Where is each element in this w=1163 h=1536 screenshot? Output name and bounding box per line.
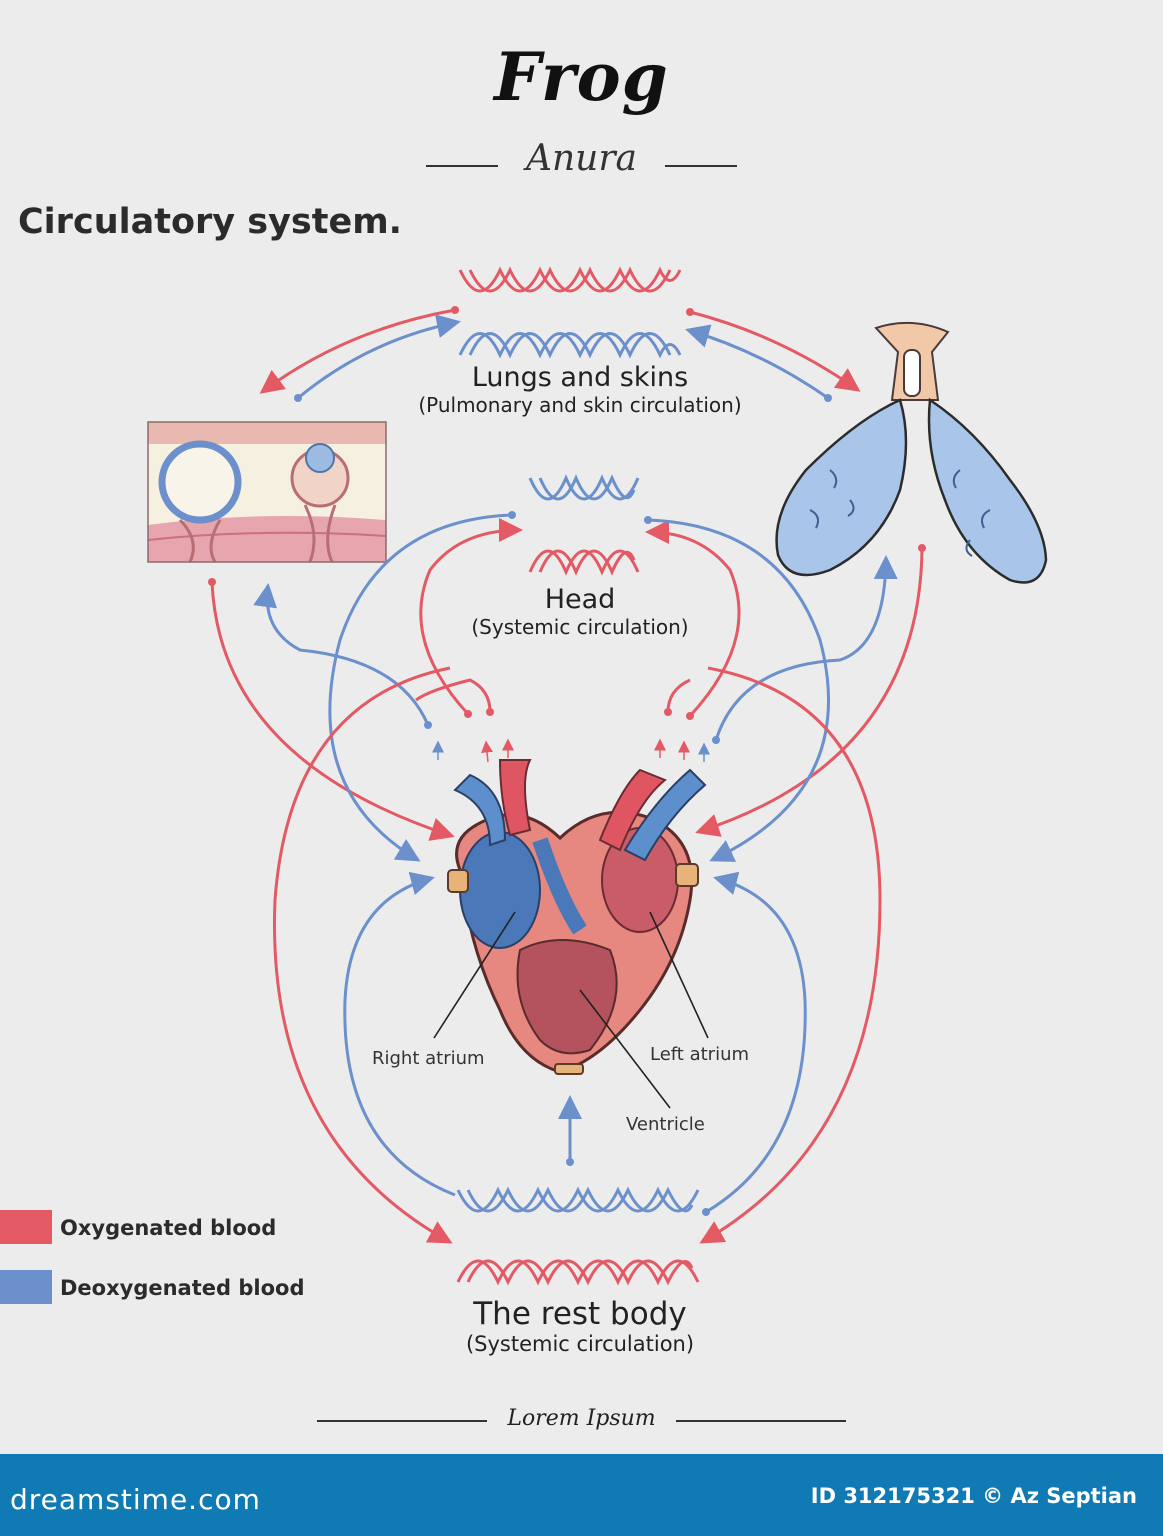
capillary-network-body: [456, 1186, 700, 1286]
head-subtitle: (Systemic circulation): [471, 615, 689, 639]
right-atrium-label: Right atrium: [372, 1048, 485, 1069]
watermark-brand: dreamstime.com: [10, 1483, 261, 1516]
lungs-illustration: [775, 321, 1048, 584]
label-leader-lines: [433, 911, 709, 1109]
footer-text: Lorem Ipsum: [507, 1406, 656, 1431]
body-title: The rest body: [473, 1296, 687, 1332]
lungs-label-group: Lungs and skins (Pulmonary and skin circ…: [380, 362, 780, 417]
subtitle-rule-left: [425, 164, 498, 167]
legend-label-oxygenated: Oxygenated blood: [60, 1216, 277, 1240]
body-label-group: The rest body (Systemic circulation): [400, 1296, 760, 1356]
watermark-bar: [0, 1454, 1163, 1536]
flow-dots: [208, 306, 926, 1216]
section-title: Circulatory system.: [18, 202, 402, 242]
lungs-title: Lungs and skins: [471, 362, 689, 393]
heart-illustration: [447, 759, 707, 1075]
page-subtitle: Anura: [525, 138, 638, 179]
legend-label-deoxygenated: Deoxygenated blood: [60, 1276, 305, 1300]
watermark-credit: ID 312175321 © Az Septian: [810, 1484, 1137, 1508]
subtitle-rule-right: [665, 164, 738, 167]
footer-row: Lorem Ipsum: [0, 1406, 1163, 1431]
legend-swatch-oxygenated: [0, 1210, 52, 1244]
body-subtitle: (Systemic circulation): [465, 1332, 695, 1356]
ventricle-label: Ventricle: [626, 1114, 705, 1135]
lungs-subtitle: (Pulmonary and skin circulation): [418, 393, 742, 417]
subtitle-row: Anura: [0, 138, 1163, 179]
capillary-network-head: [528, 474, 640, 576]
capillary-network-lungs: [458, 266, 682, 359]
left-atrium-label: Left atrium: [650, 1044, 750, 1065]
head-title: Head: [544, 584, 616, 615]
legend: Oxygenated blood Deoxygenated blood: [0, 1210, 320, 1310]
footer-rule-left: [317, 1419, 488, 1422]
footer-rule-right: [675, 1419, 846, 1422]
flow-arrows: [210, 308, 924, 1244]
skin-illustration: [147, 421, 387, 563]
heart-outflow-arrows: [432, 738, 710, 763]
legend-swatch-deoxygenated: [0, 1270, 52, 1304]
head-label-group: Head (Systemic circulation): [430, 584, 730, 639]
page-title: Frog: [494, 38, 669, 116]
